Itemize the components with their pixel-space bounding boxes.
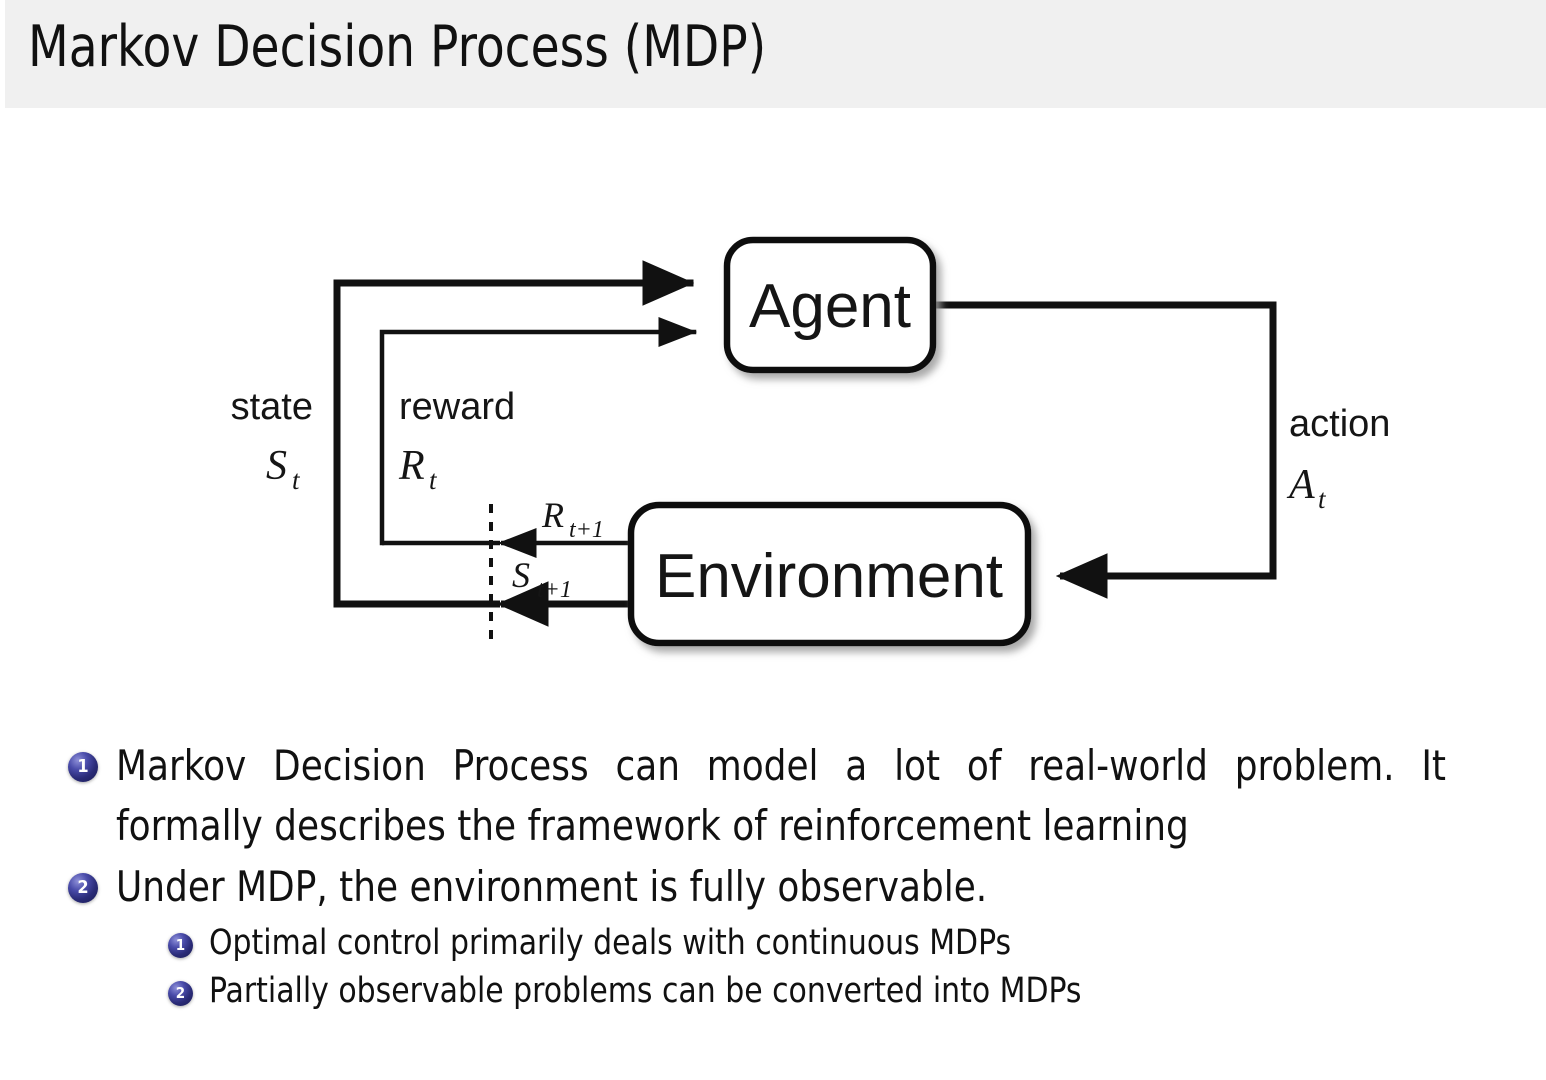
- mdp-diagram: Agent Environment state S t reward R t: [0, 110, 1546, 710]
- label-reward-symbol: R: [398, 443, 425, 489]
- node-environment-label: Environment: [655, 542, 1003, 611]
- bullet-marker-2: 2: [68, 873, 98, 904]
- reward-feedback-path: [379, 316, 698, 546]
- page-title: Markov Decision Process (MDP): [28, 14, 767, 80]
- label-reward-next: R t+1: [541, 495, 604, 543]
- node-agent[interactable]: Agent: [723, 236, 937, 374]
- list-item: 1 Optimal control primarily deals with c…: [168, 919, 1546, 967]
- sub-bullet-text-2: Partially observable problems can be con…: [209, 971, 1082, 1012]
- label-reward-next-subscript: t+1: [569, 517, 604, 543]
- label-state-subscript: t: [292, 465, 301, 495]
- bullet-text-2: Under MDP, the environment is fully obse…: [116, 862, 988, 912]
- list-item: 2 Partially observable problems can be c…: [168, 967, 1546, 1015]
- label-state-next-symbol: S: [512, 555, 530, 595]
- node-agent-label: Agent: [749, 272, 911, 341]
- label-state-symbol: S: [266, 443, 287, 489]
- label-reward-word: reward: [399, 386, 515, 428]
- node-environment[interactable]: Environment: [627, 501, 1032, 647]
- label-action-word: action: [1289, 403, 1390, 445]
- bullet-marker-1: 1: [68, 752, 98, 782]
- sub-bullet-marker-2: 2: [168, 981, 193, 1007]
- slide-header-bar: [0, 0, 1546, 108]
- state-feedback-path: [333, 260, 695, 608]
- label-action: action A t: [1286, 403, 1390, 514]
- label-reward-subscript: t: [429, 465, 438, 495]
- bullet-list: 1 Markov Decision Process can model a lo…: [0, 736, 1546, 1015]
- label-reward-next-symbol: R: [541, 495, 564, 535]
- label-action-symbol: A: [1286, 462, 1315, 508]
- label-state: state S t: [231, 386, 313, 495]
- label-state-next-subscript: t+1: [537, 577, 572, 603]
- header-left-strip: [0, 0, 5, 108]
- bullet-text-1: Markov Decision Process can model a lot …: [116, 741, 1446, 850]
- list-item: 1 Markov Decision Process can model a lo…: [68, 736, 1546, 855]
- label-reward: reward R t: [398, 386, 515, 495]
- label-state-next: S t+1: [512, 555, 572, 603]
- sub-bullet-marker-1: 1: [168, 932, 193, 958]
- label-state-word: state: [231, 386, 313, 428]
- label-action-subscript: t: [1318, 484, 1327, 514]
- sub-bullet-text-1: Optimal control primarily deals with con…: [209, 922, 1012, 963]
- action-path: [930, 301, 1277, 599]
- list-item: 2 Under MDP, the environment is fully ob…: [68, 857, 1546, 917]
